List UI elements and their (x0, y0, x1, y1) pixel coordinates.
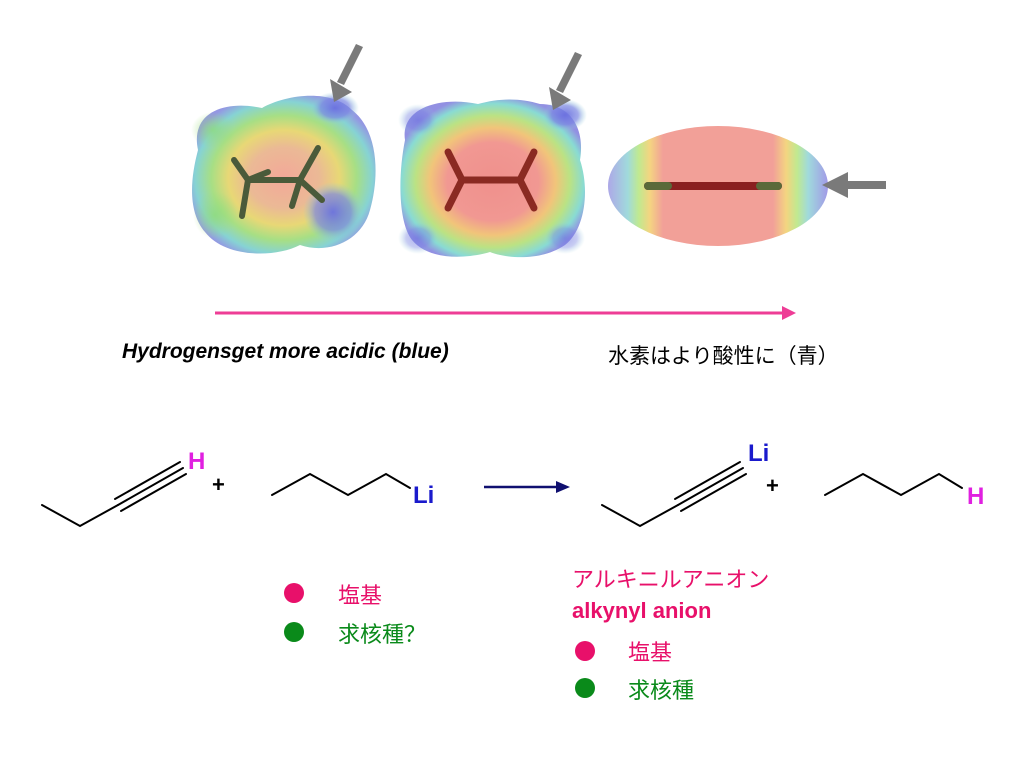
product-hydrogen-label: H (967, 483, 985, 510)
reaction-scheme (41, 461, 963, 528)
plus-sign-left: + (212, 472, 225, 497)
butyllithium-skeleton (271, 472, 411, 497)
base-label-left: 塩基 (338, 584, 383, 609)
ethylene-surface (398, 99, 587, 258)
nucleophile-label-left: 求核種？ (338, 623, 427, 648)
reaction-arrow (484, 481, 570, 493)
acetylide-skeleton (601, 461, 747, 528)
gray-pointer-arrows (330, 44, 886, 198)
ethane-surface (191, 92, 376, 254)
base-label-right: 塩基 (628, 641, 673, 666)
base-bullet-left (284, 583, 304, 603)
caption-english: Hydrogensget more acidic (blue) (122, 340, 449, 363)
acetylene-surface (608, 126, 828, 246)
product-lithium-label: Li (748, 440, 770, 467)
plus-sign-right: + (766, 473, 779, 498)
reactant-hydrogen-label: H (188, 448, 206, 475)
nucleophile-bullet-right (575, 678, 595, 698)
electrostatic-potential-figure (191, 44, 886, 320)
nucleophile-label-right: 求核種 (628, 679, 695, 704)
caption-japanese: 水素はより酸性に（青） (608, 344, 839, 368)
reactant-lithium-label: Li (413, 482, 435, 509)
butane-skeleton (824, 472, 963, 497)
base-bullet-right (575, 641, 595, 661)
butyne-skeleton (41, 461, 187, 528)
alkynyl-anion-japanese: アルキニルアニオン (572, 568, 770, 593)
acidity-trend-arrow (215, 306, 796, 320)
alkynyl-anion-english: alkynyl anion (572, 598, 712, 623)
nucleophile-bullet-left (284, 622, 304, 642)
